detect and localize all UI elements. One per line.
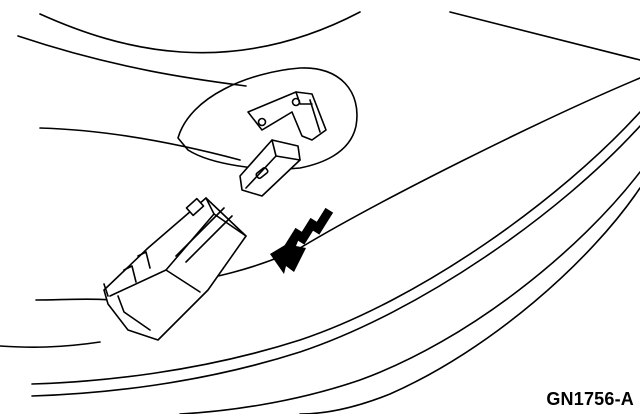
headliner-curve: [39, 127, 241, 161]
trim-band-line: [31, 111, 640, 385]
upper-contour-line: [39, 11, 361, 54]
figure-code-label: GN1756-A: [546, 389, 634, 409]
mounting-bracket: [239, 91, 327, 197]
direction-arrow-icon: [270, 207, 334, 274]
trim-band-line: [31, 125, 640, 397]
lower-edge-line: [35, 298, 113, 301]
upper-contour-line: [17, 35, 247, 87]
trim-band-line: [299, 187, 640, 414]
headliner-curve: [449, 11, 640, 61]
trim-band-line: [179, 171, 640, 414]
electrical-connector: [103, 197, 247, 341]
lower-edge-line: [0, 341, 101, 348]
